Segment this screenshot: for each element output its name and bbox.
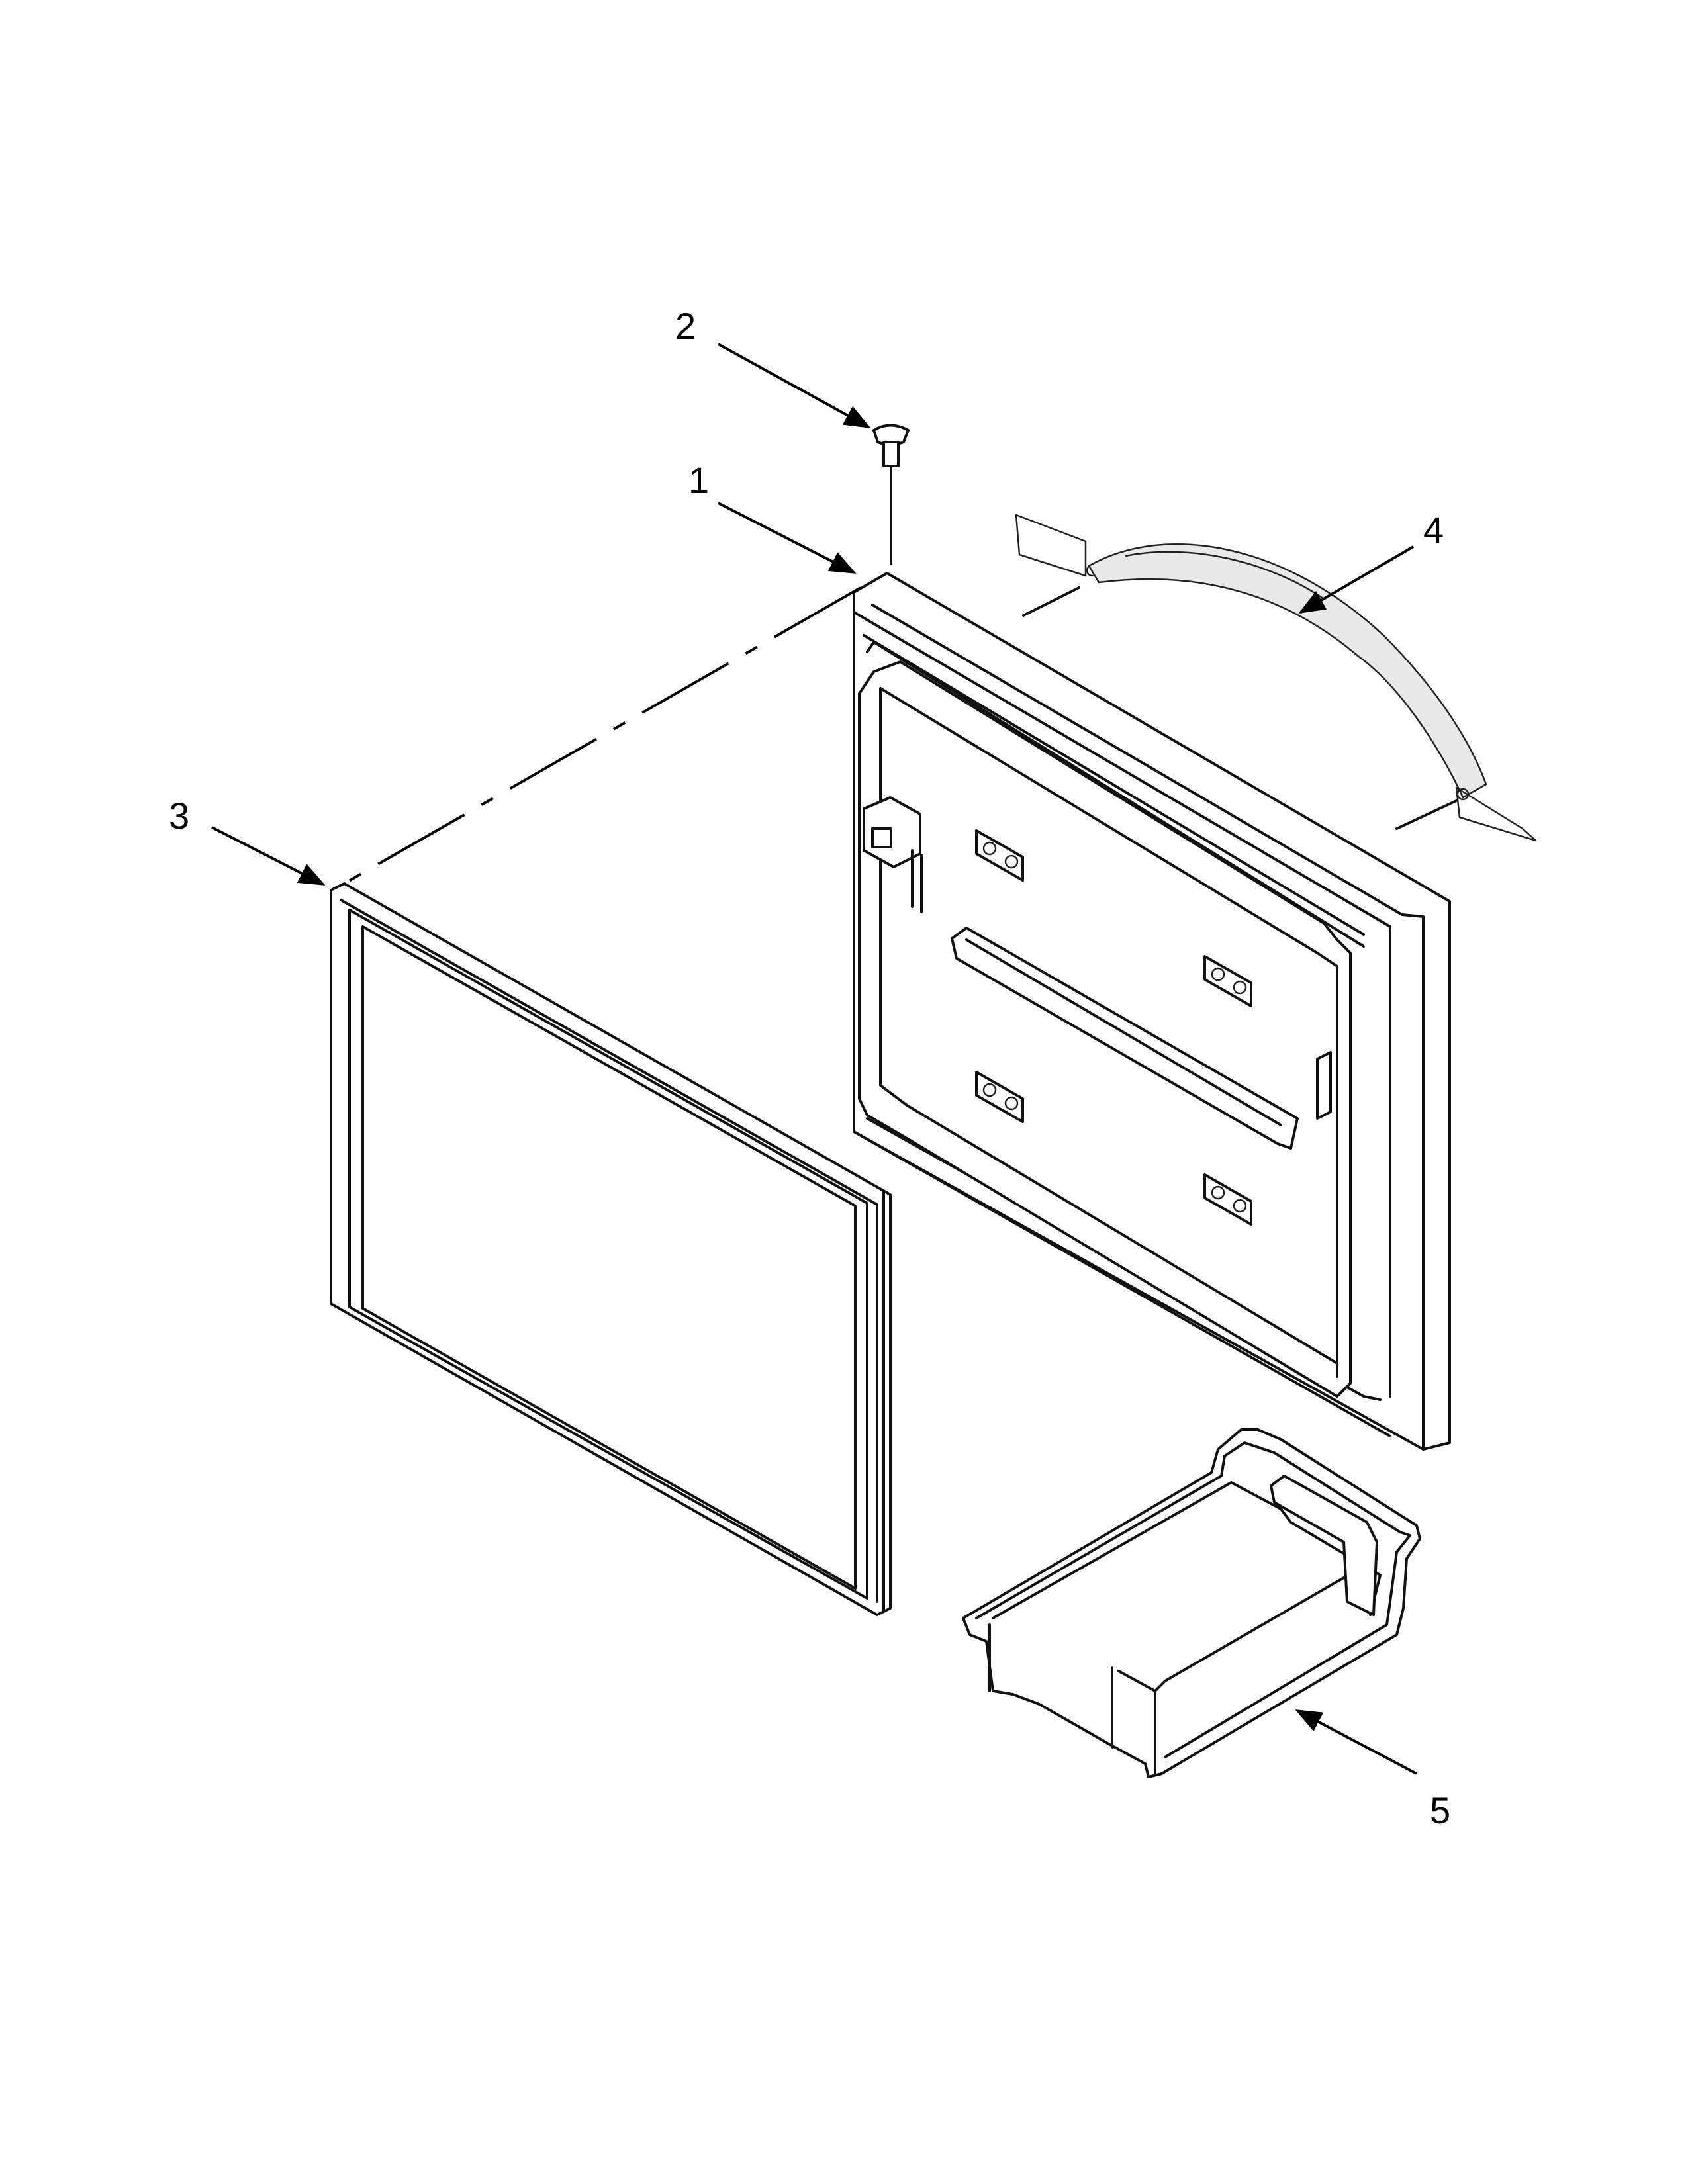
leader-arrow-2 xyxy=(718,343,871,428)
part-4-handle xyxy=(1015,514,1537,842)
part-5-bin xyxy=(962,1428,1421,1778)
callout-2: 2 xyxy=(675,305,696,347)
leader-arrow-1 xyxy=(718,502,857,574)
part-2-screw xyxy=(872,424,910,565)
part-3-gasket xyxy=(330,882,892,1616)
alignment-dashed-line xyxy=(344,586,861,885)
callout-3: 3 xyxy=(169,795,189,837)
leader-arrow-4 xyxy=(1298,545,1415,614)
callout-1: 1 xyxy=(688,459,709,501)
callout-4: 4 xyxy=(1423,509,1444,551)
leader-arrow-5 xyxy=(1295,1709,1417,1775)
leader-arrow-3 xyxy=(211,826,326,886)
leader-arrows xyxy=(211,343,1417,1775)
callout-5: 5 xyxy=(1430,1790,1450,1831)
part-1-door xyxy=(853,572,1451,1451)
